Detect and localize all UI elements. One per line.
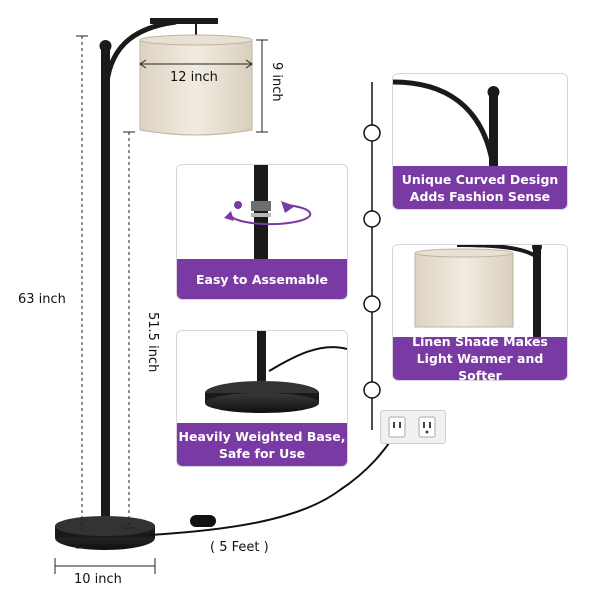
feature-caption: Unique Curved Design Adds Fashion Sense	[393, 166, 567, 209]
curved-arm-detail	[393, 79, 500, 169]
connector-line	[363, 82, 381, 430]
feature-caption: Heavily Weighted Base, Safe for Use	[177, 423, 347, 466]
feature-card-linen-shade: Linen Shade Makes Light Warmer and Softe…	[392, 244, 568, 381]
feature-caption: Linen Shade Makes Light Warmer and Softe…	[393, 334, 567, 380]
rotate-arrow-icon	[224, 201, 312, 226]
total-height-label: 63 inch	[18, 292, 66, 307]
cord-length-label: ( 5 Feet )	[210, 540, 269, 555]
feature-card-assembly: Easy to Assemable	[176, 164, 348, 300]
base-width-label: 10 inch	[74, 572, 122, 587]
pole-height-label: 51.5 inch	[145, 312, 160, 373]
power-outlet-icon	[380, 410, 446, 444]
weighted-base-detail	[205, 331, 347, 413]
linen-shade-detail	[414, 245, 542, 340]
assembly-detail	[224, 165, 312, 265]
feature-card-curved-design: Unique Curved Design Adds Fashion Sense	[392, 73, 568, 210]
power-cord	[149, 429, 399, 536]
feature-caption: Easy to Assemable	[177, 259, 347, 299]
foot-switch-icon	[190, 515, 216, 527]
shade-width-label: 12 inch	[170, 70, 218, 85]
shade-height-label: 9 inch	[269, 62, 284, 102]
feature-card-weighted-base: Heavily Weighted Base, Safe for Use	[176, 330, 348, 467]
dimension-lines	[54, 35, 268, 574]
